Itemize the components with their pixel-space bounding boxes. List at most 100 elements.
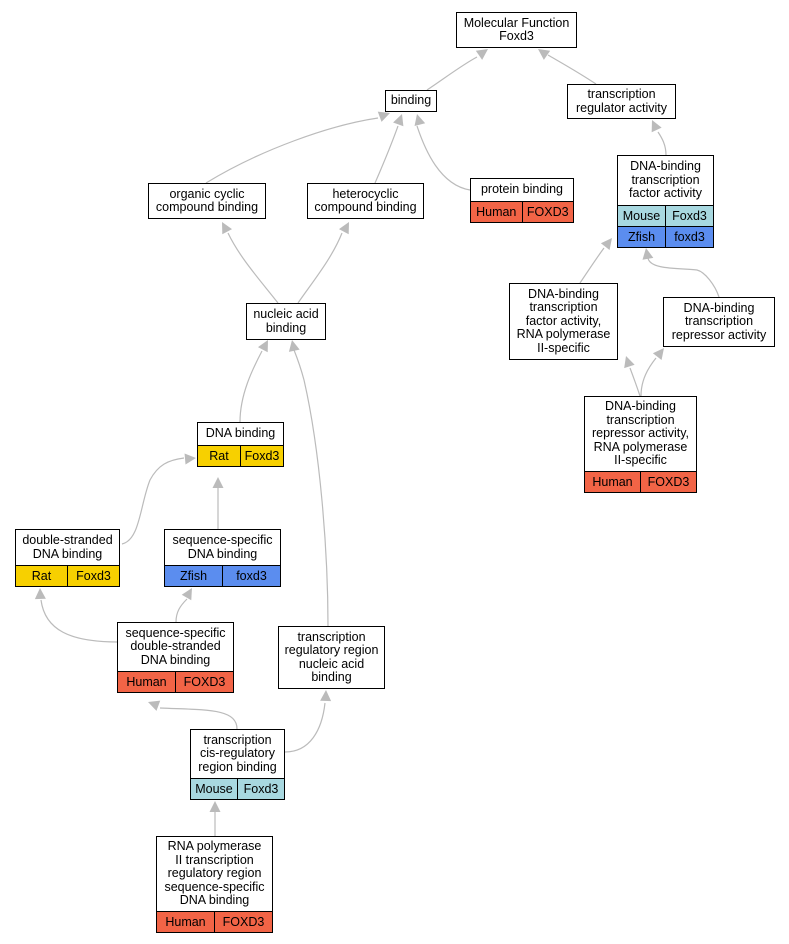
node-dna-binding-tf-activity-rnap2[interactable]: DNA-binding transcription factor activit… xyxy=(509,283,618,360)
edge-arrowhead xyxy=(475,49,488,60)
node-molecular-function[interactable]: Molecular Function Foxd3 xyxy=(456,12,577,48)
edge-arrowhead xyxy=(181,588,192,601)
gene-cell: foxd3 xyxy=(222,566,280,586)
edge-arrowhead xyxy=(184,453,196,465)
edge-line xyxy=(426,56,478,91)
annotation-row: Zfish foxd3 xyxy=(165,565,280,586)
annotation-row: Zfish foxd3 xyxy=(618,226,713,247)
edge-line xyxy=(647,257,720,298)
gene-cell: FOXD3 xyxy=(640,472,696,492)
gene-cell: FOXD3 xyxy=(175,672,233,692)
node-transcription-regulatory-region-nucleic-acid-binding[interactable]: transcription regulatory region nucleic … xyxy=(278,626,385,689)
node-binding[interactable]: binding xyxy=(385,90,437,112)
node-label: DNA-binding transcription repressor acti… xyxy=(591,399,689,468)
edge-line xyxy=(205,117,379,184)
node-label: DNA-binding transcription factor activit… xyxy=(516,286,611,355)
species-cell: Human xyxy=(157,912,214,932)
edge-line xyxy=(239,350,263,423)
node-double-stranded-dna-binding[interactable]: double-stranded DNA binding Rat Foxd3 xyxy=(15,529,120,587)
species-cell: Human xyxy=(118,672,175,692)
annotation-row: Mouse Foxd3 xyxy=(618,205,713,226)
node-protein-binding[interactable]: protein binding Human FOXD3 xyxy=(470,178,574,223)
node-nucleic-acid-binding[interactable]: nucleic acid binding xyxy=(246,303,326,340)
edge-arrowhead xyxy=(212,477,224,488)
node-label: DNA-binding transcription factor activit… xyxy=(629,159,702,201)
gene-cell: Foxd3 xyxy=(237,779,284,799)
edge-line xyxy=(293,349,329,627)
node-label: organic cyclic compound binding xyxy=(155,186,259,214)
edge-line xyxy=(227,232,279,304)
species-cell: Rat xyxy=(16,566,67,586)
edge-line xyxy=(657,131,667,156)
edge-line xyxy=(416,125,471,191)
edge-arrowhead xyxy=(320,690,332,702)
edge-line xyxy=(121,457,185,545)
edge-line xyxy=(284,702,326,753)
node-label: Molecular Function Foxd3 xyxy=(463,15,570,43)
edge-line xyxy=(159,707,238,730)
edge-arrowhead xyxy=(338,222,349,235)
node-rna-polymerase-ii-regulatory-region-binding[interactable]: RNA polymerase II transcription regulato… xyxy=(156,836,273,933)
node-transcription-cis-regulatory-region-binding[interactable]: transcription cis-regulatory region bind… xyxy=(190,729,285,800)
annotation-row: Human FOXD3 xyxy=(118,671,233,692)
species-cell: Mouse xyxy=(191,779,237,799)
edge-line xyxy=(40,599,119,643)
node-label: sequence-specific double-stranded DNA bi… xyxy=(125,625,226,667)
species-cell: Mouse xyxy=(618,206,665,226)
annotation-row: Mouse Foxd3 xyxy=(191,778,284,799)
edge-arrowhead xyxy=(642,248,654,260)
node-label: double-stranded DNA binding xyxy=(22,533,113,561)
edge-arrowhead xyxy=(600,238,612,251)
node-label: DNA-binding transcription repressor acti… xyxy=(671,300,767,342)
edge-arrowhead xyxy=(414,114,426,127)
edge-line xyxy=(175,598,188,623)
node-label: transcription regulator activity xyxy=(575,87,667,115)
gene-cell: Foxd3 xyxy=(665,206,713,226)
node-label: protein binding xyxy=(480,182,563,197)
node-sequence-specific-dna-binding[interactable]: sequence-specific DNA binding Zfish foxd… xyxy=(164,529,281,587)
node-sequence-specific-double-stranded-dna-binding[interactable]: sequence-specific double-stranded DNA bi… xyxy=(117,622,234,693)
gene-cell: FOXD3 xyxy=(521,202,573,222)
edge-arrowhead xyxy=(209,801,221,812)
gene-cell: foxd3 xyxy=(665,227,713,247)
species-cell: Rat xyxy=(198,446,240,466)
node-label: RNA polymerase II transcription regulato… xyxy=(164,839,265,908)
edge-line xyxy=(297,232,343,304)
node-dna-binding[interactable]: DNA binding Rat Foxd3 xyxy=(197,422,284,467)
edge-line xyxy=(547,54,597,85)
edge-arrowhead xyxy=(377,111,390,122)
annotation-row: Human FOXD3 xyxy=(471,201,573,222)
edge-arrowhead xyxy=(624,356,635,369)
edge-line xyxy=(629,367,641,397)
annotation-row: Human FOXD3 xyxy=(157,911,272,932)
node-transcription-regulator-activity[interactable]: transcription regulator activity xyxy=(567,84,676,119)
node-label: sequence-specific DNA binding xyxy=(172,533,273,561)
node-label: DNA binding xyxy=(205,426,276,441)
node-dna-binding-repressor-activity-rnap2[interactable]: DNA-binding transcription repressor acti… xyxy=(584,396,697,493)
edge-line xyxy=(374,125,399,184)
gene-cell: Foxd3 xyxy=(240,446,283,466)
annotation-row: Rat Foxd3 xyxy=(198,445,283,466)
edge-arrowhead xyxy=(257,340,268,353)
edge-line xyxy=(640,357,657,397)
edge-arrowhead xyxy=(652,348,664,361)
edge-line xyxy=(579,247,605,284)
edge-arrowhead xyxy=(148,700,161,711)
annotation-row: Human FOXD3 xyxy=(585,471,696,492)
species-cell: Human xyxy=(471,202,522,222)
node-dna-binding-transcription-repressor-activity[interactable]: DNA-binding transcription repressor acti… xyxy=(663,297,775,347)
species-cell: Zfish xyxy=(165,566,222,586)
edge-arrowhead xyxy=(538,49,551,60)
edge-arrowhead xyxy=(288,340,300,352)
node-label: transcription cis-regulatory region bind… xyxy=(198,732,277,774)
gene-cell: Foxd3 xyxy=(67,566,119,586)
edge-arrowhead xyxy=(651,120,662,133)
species-cell: Zfish xyxy=(618,227,665,247)
node-heterocyclic-compound-binding[interactable]: heterocyclic compound binding xyxy=(307,183,424,219)
node-dna-binding-transcription-factor-activity[interactable]: DNA-binding transcription factor activit… xyxy=(617,155,714,248)
annotation-row: Rat Foxd3 xyxy=(16,565,119,586)
edge-arrowhead xyxy=(34,588,46,600)
edge-arrowhead xyxy=(393,114,404,127)
node-organic-cyclic-compound-binding[interactable]: organic cyclic compound binding xyxy=(148,183,266,219)
